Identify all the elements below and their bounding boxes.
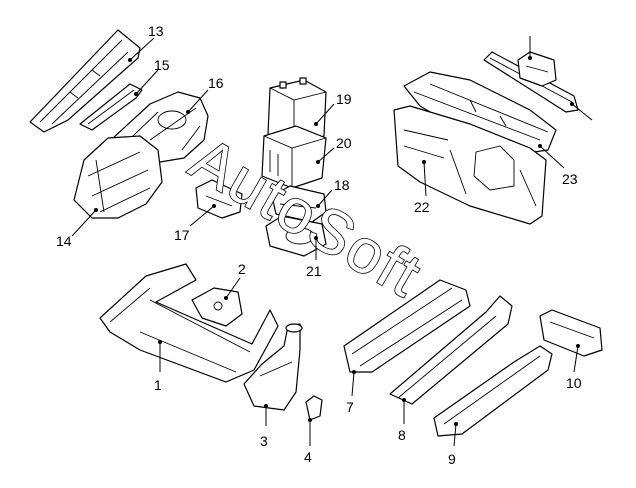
callout-2: 2 <box>238 261 246 277</box>
callout-16: 18 <box>334 177 350 193</box>
callout-9: 9 <box>448 451 456 467</box>
part-17-battery <box>267 77 327 147</box>
part-1-subframe <box>99 263 279 383</box>
callout-3: 3 <box>260 433 268 449</box>
part-3-washer-reservoir <box>243 323 303 411</box>
callout-19: 21 <box>306 263 322 279</box>
part-9-rear-extension <box>433 345 553 437</box>
part-19-battery-bracket <box>265 215 327 257</box>
part-12-wheel-apron <box>73 135 163 219</box>
callout-14: 16 <box>208 75 224 91</box>
callout-10: 10 <box>566 375 582 391</box>
part-20-dash-panel <box>393 105 547 225</box>
part-15-bracket <box>195 179 243 219</box>
part-18-battery-box <box>261 125 327 189</box>
callout-15: 17 <box>174 227 190 243</box>
callout-labels: 13 15 16 14 19 20 18 21 17 22 23 2 1 3 4… <box>56 23 582 467</box>
callout-11: 13 <box>148 23 164 39</box>
callout-13: 15 <box>154 57 170 73</box>
callout-7: 7 <box>346 399 354 415</box>
part-2-mount-bracket <box>191 287 243 327</box>
callout-20: 22 <box>414 199 430 215</box>
callout-17: 19 <box>336 91 352 107</box>
callout-8: 8 <box>398 427 406 443</box>
leader-lines <box>71 36 593 447</box>
part-8-side-member <box>389 295 513 405</box>
part-16-battery-tray <box>271 185 327 223</box>
callout-1: 1 <box>154 377 162 393</box>
part-13-reinforcement <box>79 83 143 131</box>
part-10-bracket <box>539 309 603 357</box>
part-4-washer-pump <box>305 395 323 421</box>
part-7-side-member <box>343 279 471 373</box>
callout-21: 23 <box>562 171 578 187</box>
callout-12: 14 <box>56 233 72 249</box>
callout-18: 20 <box>336 135 352 151</box>
part-11-upper-rail <box>29 29 141 133</box>
callout-4: 4 <box>304 449 312 465</box>
